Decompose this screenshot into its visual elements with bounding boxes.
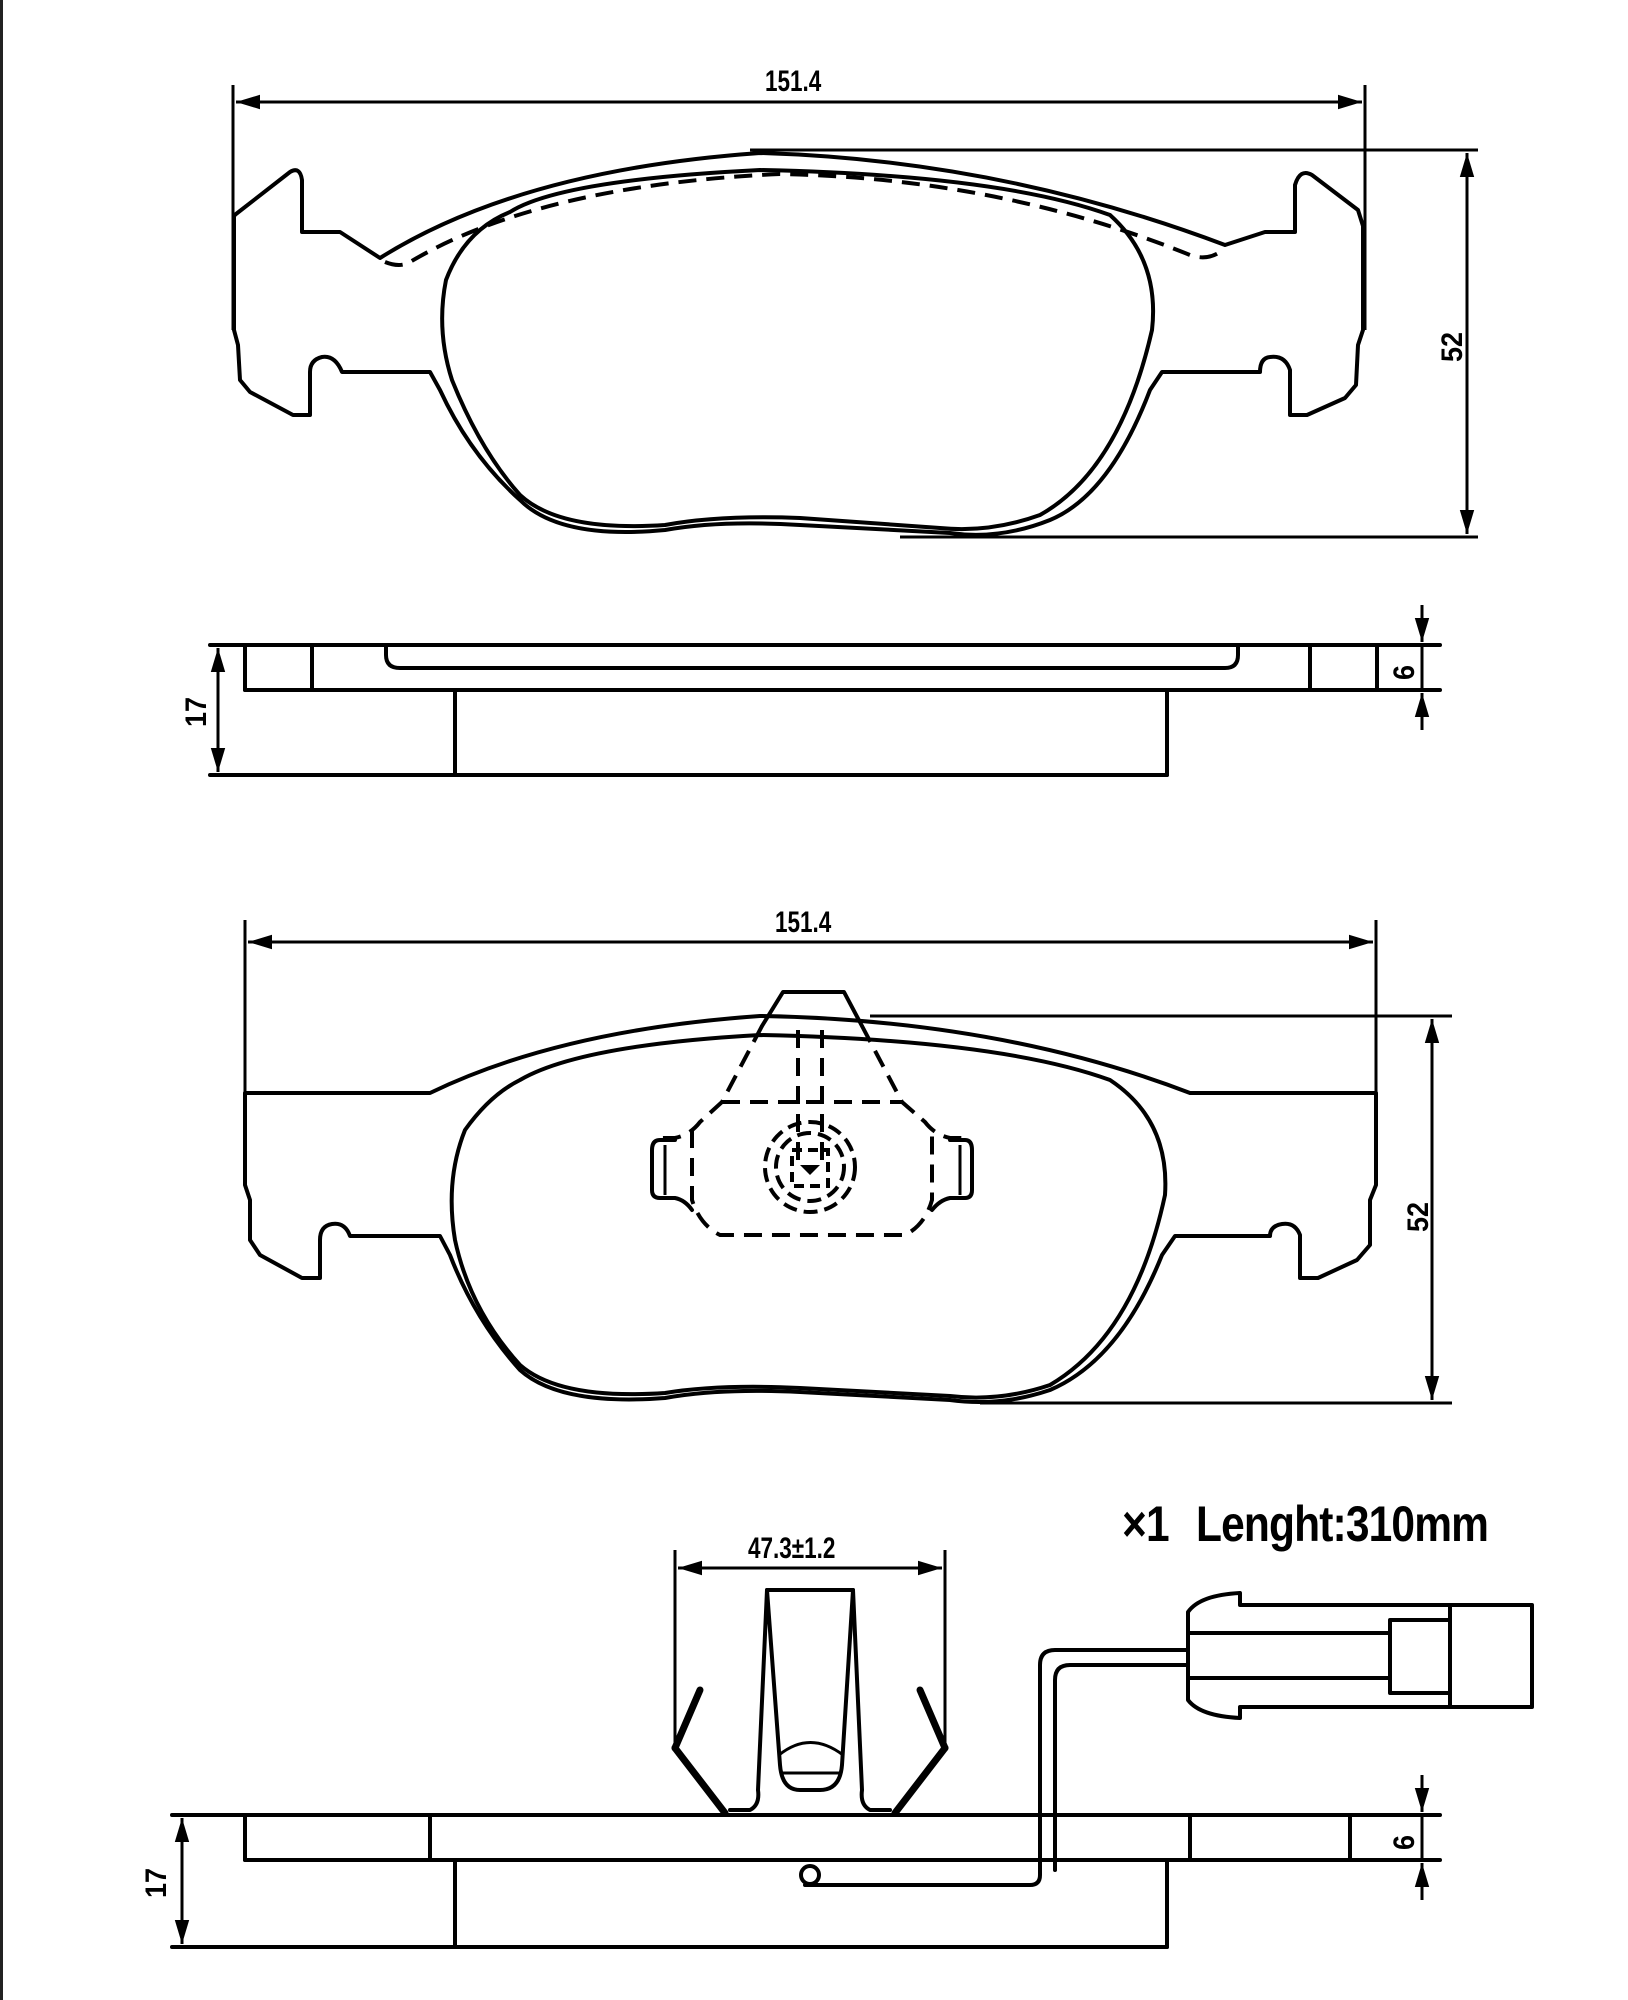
pad-1-side-view xyxy=(208,605,1442,777)
sensor-length-label: Lenght:310mm xyxy=(1196,1496,1489,1552)
pad-2-width-label: 151.4 xyxy=(775,906,832,939)
pad-1-thickness-label: 17 xyxy=(180,696,213,727)
pad-2-height-label: 52 xyxy=(1402,1201,1435,1232)
pad-1-height-label: 52 xyxy=(1436,331,1469,362)
pad-2-thickness-label: 17 xyxy=(140,1867,173,1898)
clip-width-label: 47.3±1.2 xyxy=(748,1532,836,1565)
page-left-border xyxy=(0,0,3,2000)
pad-2-front-view xyxy=(243,920,1452,1405)
pad-2-backplate-label: 6 xyxy=(1388,1834,1421,1850)
sensor-quantity-label: ×1 xyxy=(1122,1496,1170,1552)
pad-1-backplate-label: 6 xyxy=(1388,664,1421,680)
pad-2-side-view xyxy=(170,1550,1534,1949)
pad-1-width-label: 151.4 xyxy=(765,65,822,98)
pad-1-front-view xyxy=(231,85,1478,539)
